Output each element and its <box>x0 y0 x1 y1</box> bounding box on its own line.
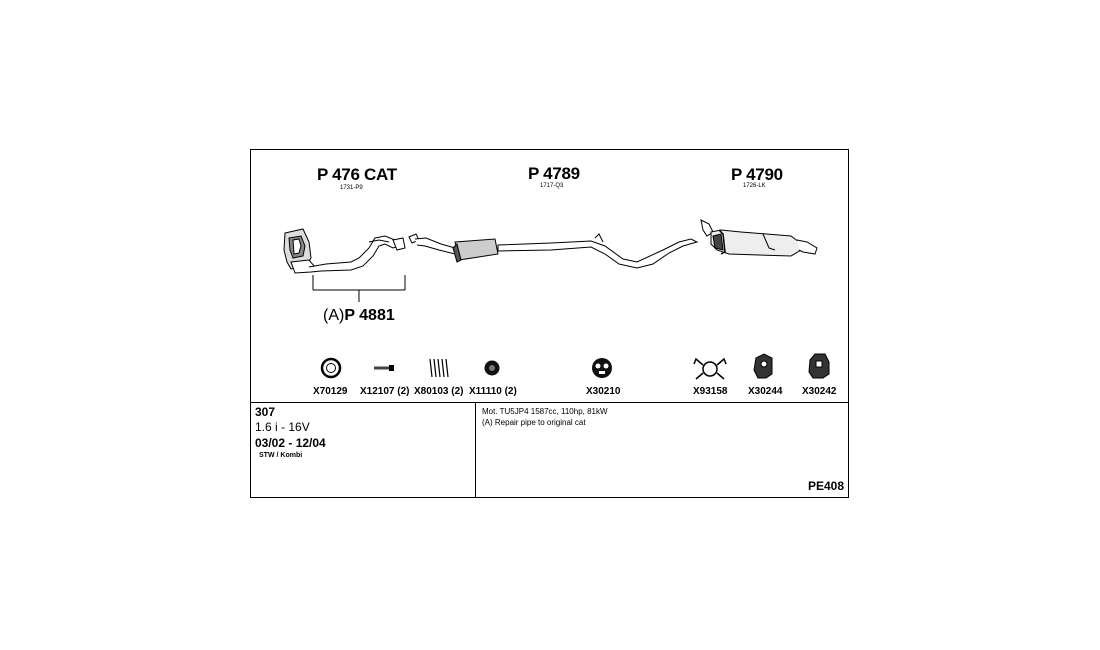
spring-icon <box>429 358 449 378</box>
vehicle-years: 03/02 - 12/04 <box>255 436 326 450</box>
accessory-label-1: X12107 (2) <box>360 386 410 397</box>
rear-silencer-drawing <box>700 219 818 257</box>
rear-part-number: P 4790 <box>731 165 783 184</box>
rubber-hanger-icon <box>592 358 612 378</box>
cat-part-number: P 476 CAT <box>317 165 397 184</box>
middle-part-code: 1717-Q3 <box>540 183 564 189</box>
vehicle-engine: 1.6 i - 16V <box>255 420 310 434</box>
vehicle-body: STW / Kombi <box>259 452 303 459</box>
mounting-bracket-icon <box>808 353 830 379</box>
accessory-label-7: X30242 <box>802 386 837 397</box>
repair-pipe-prefix: (A) <box>323 307 345 324</box>
mounting-bracket-icon <box>753 353 773 379</box>
repair-pipe-label: (A)P 4881 <box>323 307 395 325</box>
accessory-label-6: X30244 <box>748 386 783 397</box>
rear-part-code: 1726-LK <box>743 183 766 189</box>
cat-part-code: 1731-P9 <box>340 185 363 191</box>
middle-part-number: P 4789 <box>528 164 580 183</box>
middle-silencer-drawing <box>408 233 699 269</box>
catalytic-converter-drawing <box>283 228 406 274</box>
repair-note: (A) Repair pipe to original cat <box>482 418 586 427</box>
clamp-icon <box>693 357 727 380</box>
gasket-ring-icon <box>320 357 342 379</box>
column-divider <box>475 402 476 497</box>
accessory-label-5: X93158 <box>693 386 728 397</box>
accessory-label-3: X11110 (2) <box>469 386 517 397</box>
table-divider <box>251 402 848 403</box>
exhaust-system-drawing <box>283 219 818 302</box>
exhaust-diagram-sheet: P 476 CAT 1731-P9 P 4789 1717-Q3 P 4790 … <box>250 149 849 498</box>
rubber-bush-icon <box>484 360 500 376</box>
drawing-code: PE408 <box>807 479 844 493</box>
accessory-label-4: X30210 <box>586 386 621 397</box>
repair-pipe-number: P 4881 <box>344 307 395 324</box>
engine-note: Mot. TU5JP4 1587cc, 110hp, 81kW <box>482 407 608 416</box>
accessory-label-0: X70129 <box>313 386 348 397</box>
repair-pipe-bracket <box>312 275 406 302</box>
vehicle-model: 307 <box>255 405 276 419</box>
accessory-label-2: X80103 (2) <box>414 386 464 397</box>
bolt-icon <box>374 365 394 371</box>
accessory-icons <box>320 353 830 380</box>
